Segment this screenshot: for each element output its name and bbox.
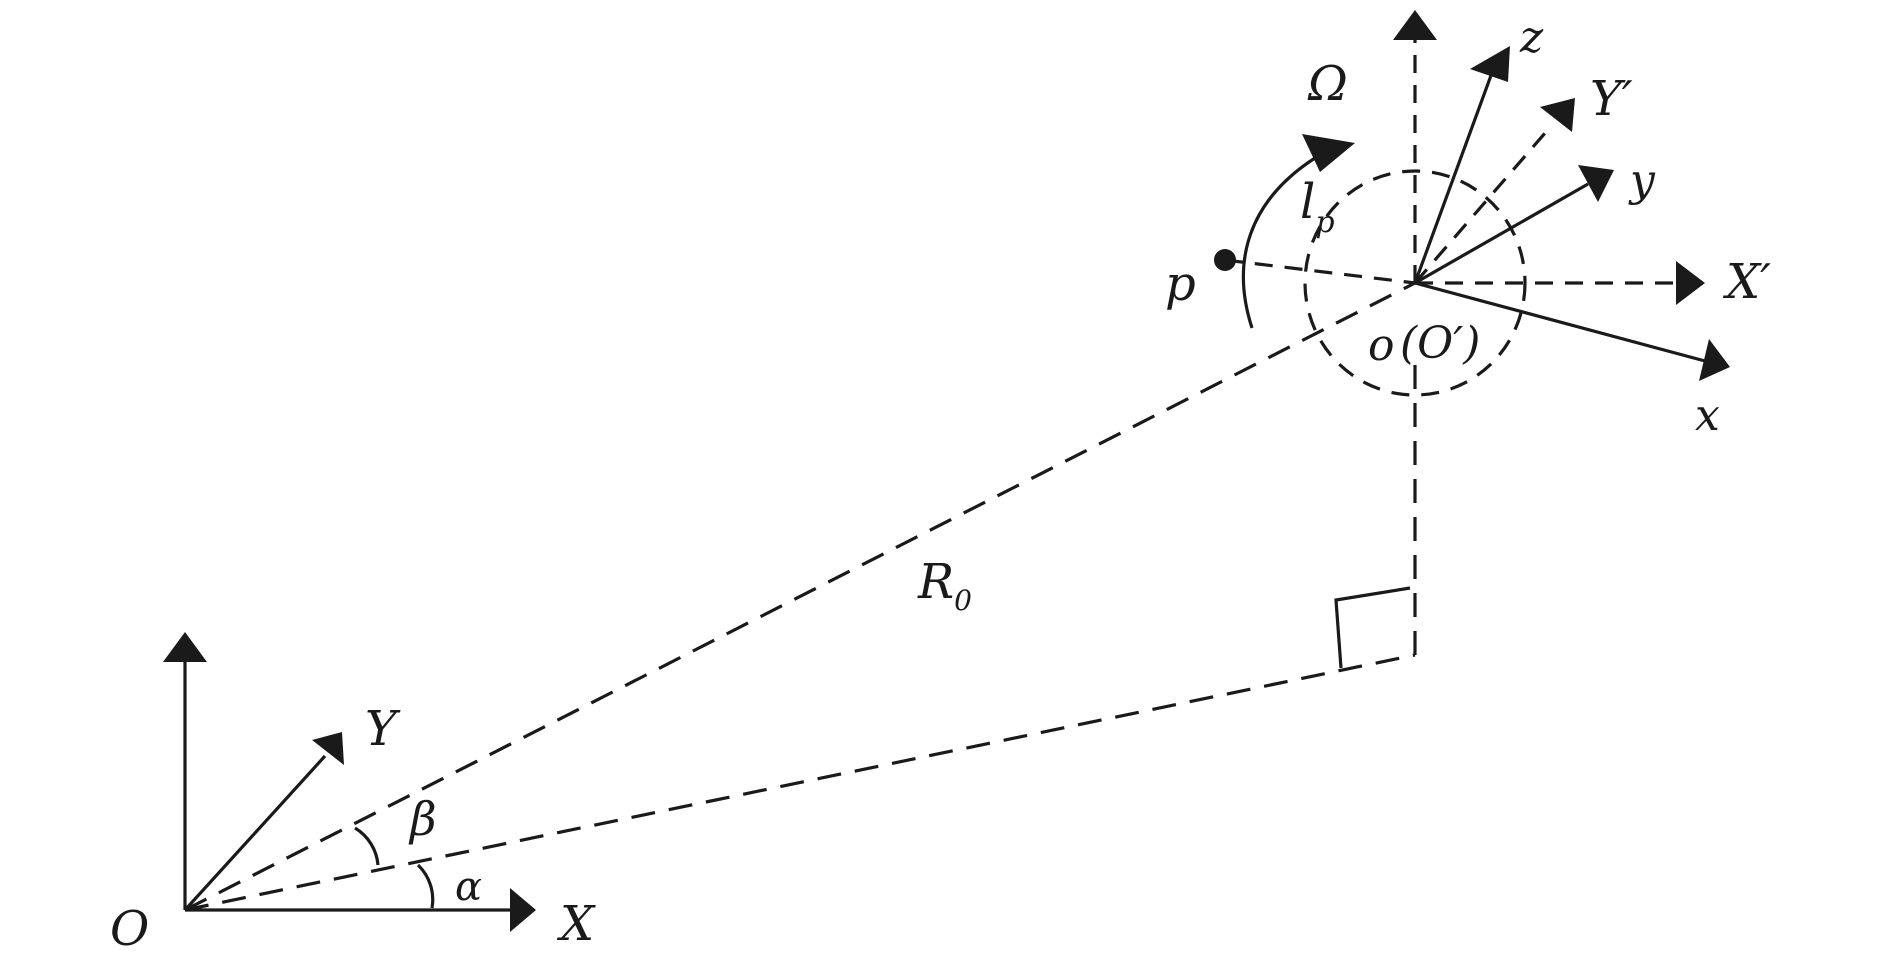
point-p <box>1214 249 1236 271</box>
z-axis-arrowhead <box>1470 46 1510 82</box>
z-axis <box>1413 69 1495 284</box>
label-beta: β <box>408 792 437 846</box>
label-alpha: α <box>455 864 482 910</box>
label-axis-x-prime: X′ <box>1722 254 1771 310</box>
body-frame <box>1214 10 1730 397</box>
y-prime-arrowhead <box>1540 98 1575 132</box>
label-point: p <box>1165 256 1196 312</box>
alpha-arc <box>416 863 435 909</box>
label-body-x: x <box>1695 390 1720 441</box>
arm-line <box>1224 258 1416 285</box>
construction-lines <box>184 281 1417 912</box>
vertical-dashed-arrowhead <box>1393 10 1437 40</box>
label-arm: lp <box>1300 174 1335 240</box>
label-distance: R0 <box>917 554 972 617</box>
label-axis-x: X <box>556 896 596 952</box>
label-body-y: y <box>1628 155 1656 206</box>
y-body-arrowhead <box>1578 165 1614 202</box>
rotation-arrowhead <box>1302 134 1355 172</box>
rotation-ellipse <box>1303 169 1527 397</box>
label-frame-origin: (O′) <box>1400 318 1480 369</box>
beta-arc <box>354 826 380 866</box>
r0-line <box>184 281 1416 912</box>
x-axis-arrowhead <box>510 888 536 932</box>
x-body-axis <box>1414 281 1706 363</box>
x-prime-arrowhead <box>1676 261 1705 305</box>
label-body-origin: o <box>1368 320 1395 371</box>
label-origin: O <box>110 901 149 957</box>
label-rotation: Ω <box>1307 56 1348 112</box>
label-body-z: z <box>1519 12 1544 63</box>
label-axis-y: Y <box>365 701 401 757</box>
rotation-arc <box>1241 156 1316 329</box>
ground-frame <box>163 632 536 932</box>
projection-line <box>184 653 1416 912</box>
vertical-axis-arrowhead <box>163 632 207 662</box>
y-axis <box>183 754 327 912</box>
x-body-arrowhead <box>1699 339 1730 381</box>
y-axis-arrowhead <box>312 732 344 765</box>
labels: O X Y α β R0 p lp Ω o (O′) X′ Y′ x y z <box>110 12 1771 957</box>
y-prime-axis <box>1413 123 1554 285</box>
label-axis-y-prime: Y′ <box>1590 71 1633 127</box>
right-angle-marker <box>1334 586 1411 669</box>
y-body-axis <box>1414 182 1589 285</box>
